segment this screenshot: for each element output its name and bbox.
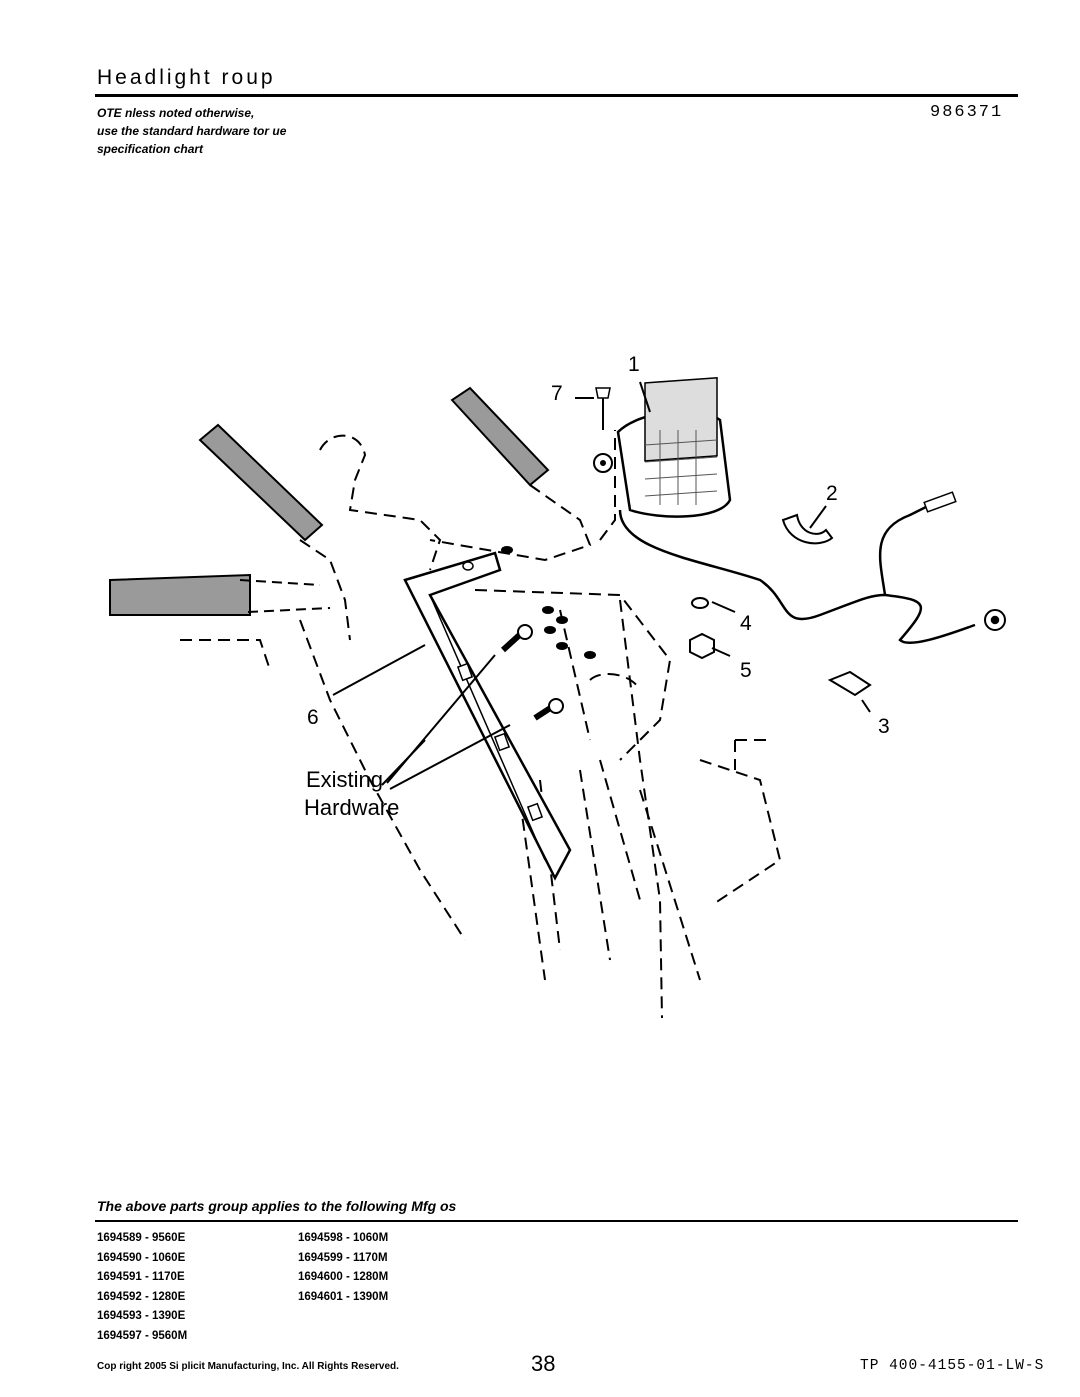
mfg-list-left: 1694589 - 9560E 1694590 - 1060E 1694591 … (97, 1229, 187, 1347)
mfg-item: 1694597 - 9560M (97, 1329, 188, 1342)
applies-heading: The above parts group applies to the fol… (97, 1198, 457, 1214)
mfg-item: 1694599 - 1170M (298, 1251, 388, 1264)
hex-nut (689, 632, 715, 660)
callout-2: 2 (826, 482, 838, 505)
mfg-item: 1694600 - 1280M (298, 1271, 389, 1284)
cable-clip (781, 513, 834, 545)
mfg-list-right: 1694598 - 1060M 1694599 - 1170M 1694600 … (298, 1229, 388, 1307)
mfg-item: 1694592 - 1280E (97, 1290, 186, 1303)
callout-4: 4 (740, 612, 752, 635)
headlight-wiring (618, 491, 1006, 645)
note-line: OTE nless noted otherwise, (97, 106, 255, 120)
mfg-item: 1694589 - 9560E (97, 1232, 186, 1244)
header-rule (95, 94, 1018, 97)
headlight-bracket (403, 551, 572, 881)
page-number: 38 (531, 1351, 556, 1376)
headlight-exploded-diagram: 1 7 2 4 5 6 3 Existing Hardware (109, 353, 1006, 1019)
wire-clip (827, 670, 872, 697)
page-title: Headlight roup (97, 66, 276, 89)
mfg-item: 1694598 - 1060M (298, 1232, 389, 1244)
callout-1: 1 (628, 353, 640, 376)
mfg-item: 1694591 - 1170E (97, 1271, 185, 1284)
lock-washer (691, 597, 709, 609)
callout-3: 3 (878, 715, 890, 738)
bolt-upper (500, 624, 533, 653)
headlight-lamp (593, 377, 732, 518)
mfg-item: 1694590 - 1060E (97, 1251, 186, 1264)
svg-text:Existing: Existing (306, 767, 383, 792)
note-line: use the standard hardware tor ue (97, 124, 287, 138)
callout-leader-lines (332, 381, 871, 790)
existing-hardware-label: Existing Hardware (304, 767, 399, 820)
callout-6: 6 (307, 706, 319, 729)
note-line: specification chart (97, 142, 204, 156)
bolt-lower (533, 698, 564, 721)
right-handle-grip (450, 386, 550, 487)
part-number: 986371 (930, 103, 1004, 122)
svg-text:Hardware: Hardware (304, 795, 399, 820)
callout-5: 5 (740, 659, 752, 682)
callout-numbers: 1 7 2 4 5 6 3 (307, 353, 890, 738)
mfg-item: 1694601 - 1390M (298, 1290, 389, 1303)
existing-hardware-nuts (501, 546, 596, 659)
left-handle-grip (109, 423, 331, 616)
document-id: TP 400-4155-01-LW-S (860, 1358, 1045, 1374)
hardware-note: OTE nless noted otherwise, use the stand… (97, 104, 286, 158)
applies-rule (95, 1220, 1018, 1222)
mfg-item: 1694593 - 1390E (97, 1310, 186, 1323)
handlebar-frame-outline (180, 430, 782, 1019)
copyright-notice: Cop right 2005 Si plicit Manufacturing, … (97, 1361, 399, 1372)
callout-7: 7 (551, 382, 563, 405)
